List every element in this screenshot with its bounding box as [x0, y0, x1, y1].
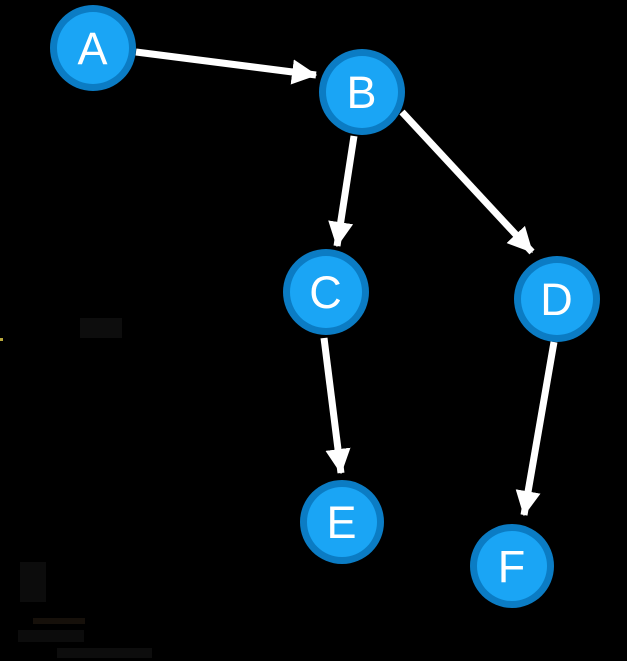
graph-edge-C-E: [320, 337, 351, 475]
screen-artifact: [57, 648, 152, 658]
screen-artifact: [20, 562, 46, 602]
node-fill: [326, 56, 398, 128]
graph-node-E[interactable]: E: [300, 480, 384, 564]
screen-artifact: [0, 338, 3, 341]
node-fill: [521, 263, 593, 335]
graph-edge-B-D: [399, 109, 535, 255]
graph-node-B[interactable]: B: [319, 49, 405, 135]
artifact-layer: [0, 318, 152, 658]
node-fill: [290, 256, 362, 328]
screen-artifact: [80, 318, 122, 338]
graph-node-C[interactable]: C: [283, 249, 369, 335]
graph-edge-A-B: [135, 48, 318, 85]
graph-node-A[interactable]: A: [50, 5, 136, 91]
node-fill: [57, 12, 129, 84]
screen-artifact: [18, 630, 84, 642]
screen-artifact: [33, 618, 85, 624]
node-fill: [307, 487, 377, 557]
graph-edge-B-C: [328, 135, 358, 248]
graph-node-D[interactable]: D: [514, 256, 600, 342]
edge-layer: [135, 48, 558, 517]
graph-node-F[interactable]: F: [470, 524, 554, 608]
node-fill: [477, 531, 547, 601]
node-layer: A B C D E F: [50, 5, 600, 608]
graph-edge-D-F: [515, 341, 558, 517]
